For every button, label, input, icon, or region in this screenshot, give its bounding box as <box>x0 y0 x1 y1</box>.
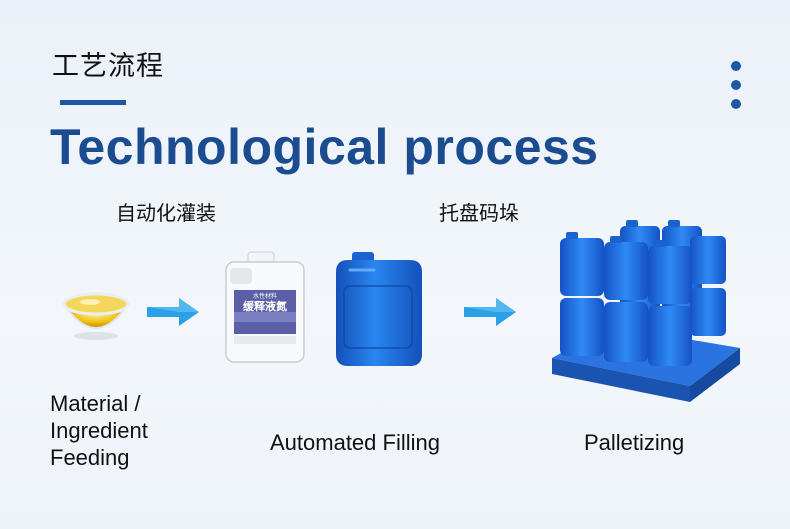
caption-line: Material / <box>50 391 141 416</box>
vertical-dots-icon[interactable] <box>729 61 743 109</box>
step-label-palletizing-cn: 托盘码垛 <box>439 201 519 225</box>
step-label-filling-cn: 自动化灌装 <box>116 201 216 225</box>
arrow-right-icon <box>147 298 199 326</box>
palletized-containers-image <box>552 220 740 402</box>
caption-palletizing: Palletizing <box>584 430 685 455</box>
title-underline <box>60 100 126 105</box>
page-title: Technological process <box>50 119 599 175</box>
blue-container-image <box>336 252 422 366</box>
caption-material-feeding: Material / Ingredient Feeding <box>50 390 148 471</box>
white-container-image: 水性材料 缓释液氮 <box>225 251 305 363</box>
arrow-right-icon <box>464 298 516 326</box>
oil-bowl-image <box>62 292 130 340</box>
caption-line: Feeding <box>50 445 130 470</box>
caption-line: Ingredient <box>50 418 148 443</box>
label-product-name: 缓释液氮 <box>243 299 287 313</box>
label-brand: 水性材料 <box>253 292 277 300</box>
page-title-cn: 工艺流程 <box>52 51 164 82</box>
caption-automated-filling: Automated Filling <box>270 430 440 455</box>
